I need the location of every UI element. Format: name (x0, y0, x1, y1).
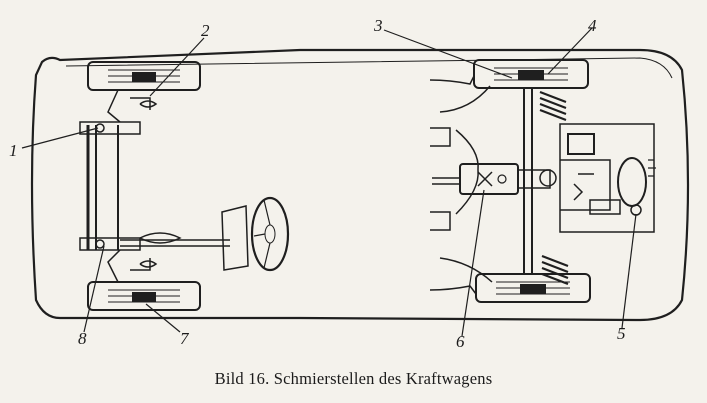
callout-1: 1 (9, 141, 18, 160)
rear-left-wheel (473, 59, 589, 89)
callout-6: 6 (456, 332, 465, 351)
callout-4: 4 (588, 16, 597, 35)
figure-caption: Bild 16. Schmierstellen des Kraftwagens (214, 369, 493, 388)
front-left-wheel (87, 61, 201, 91)
callout-2: 2 (201, 21, 210, 40)
rear-axle-assembly (429, 75, 557, 295)
callout-5: 5 (617, 324, 626, 343)
steering-assembly (120, 196, 290, 272)
front-axle-assembly (79, 89, 158, 283)
leader-lines (21, 27, 637, 337)
rear-springs (539, 90, 569, 286)
car-body-inner-line (65, 57, 673, 79)
callout-3: 3 (374, 16, 383, 35)
car-body-outline (30, 48, 690, 322)
front-right-wheel (87, 281, 201, 311)
callout-8: 8 (78, 329, 87, 348)
engine-assembly (559, 123, 656, 233)
rear-right-wheel (475, 273, 591, 303)
callout-7: 7 (180, 329, 189, 348)
